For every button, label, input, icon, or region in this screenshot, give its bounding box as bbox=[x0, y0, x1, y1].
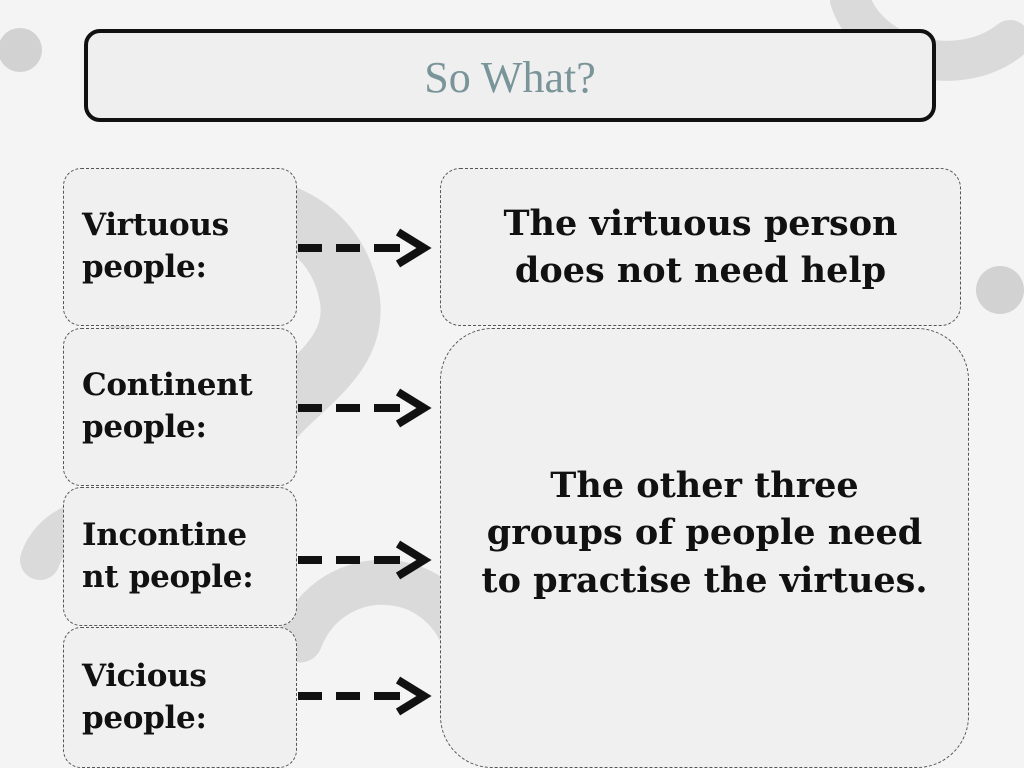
box-text-line: to practise the virtues. bbox=[481, 559, 928, 601]
dashed-arrow-incontinent bbox=[298, 540, 432, 580]
box-other-groups-outcome: The other three groups of people need to… bbox=[440, 328, 969, 768]
box-incontinent-people: Incontine nt people: bbox=[63, 487, 297, 626]
box-label-line: Continent bbox=[82, 367, 253, 404]
box-vicious-people: Vicious people: bbox=[63, 627, 297, 768]
slide-title: So What? bbox=[424, 53, 596, 102]
box-virtuous-people: Virtuous people: bbox=[63, 168, 297, 326]
box-label-line: Vicious bbox=[82, 657, 207, 694]
title-banner: So What? bbox=[84, 29, 936, 122]
box-label-line: people: bbox=[82, 699, 207, 736]
box-text-line: The other three bbox=[550, 465, 859, 507]
dashed-arrow-virtuous bbox=[298, 228, 432, 268]
box-text-line: does not need help bbox=[514, 250, 887, 291]
box-continent-people: Continent people: bbox=[63, 328, 297, 486]
box-label-line: nt people: bbox=[82, 558, 254, 595]
box-text-line: groups of people need bbox=[486, 512, 923, 554]
dashed-arrow-continent bbox=[298, 388, 432, 428]
box-label-line: Incontine bbox=[82, 516, 247, 553]
box-label-line: people: bbox=[82, 249, 207, 285]
box-label-line: Virtuous bbox=[82, 207, 229, 244]
box-label-line: people: bbox=[82, 409, 207, 445]
dashed-arrow-vicious bbox=[298, 676, 432, 716]
box-text-line: The virtuous person bbox=[503, 202, 898, 244]
box-virtuous-outcome: The virtuous person does not need help bbox=[440, 168, 961, 326]
